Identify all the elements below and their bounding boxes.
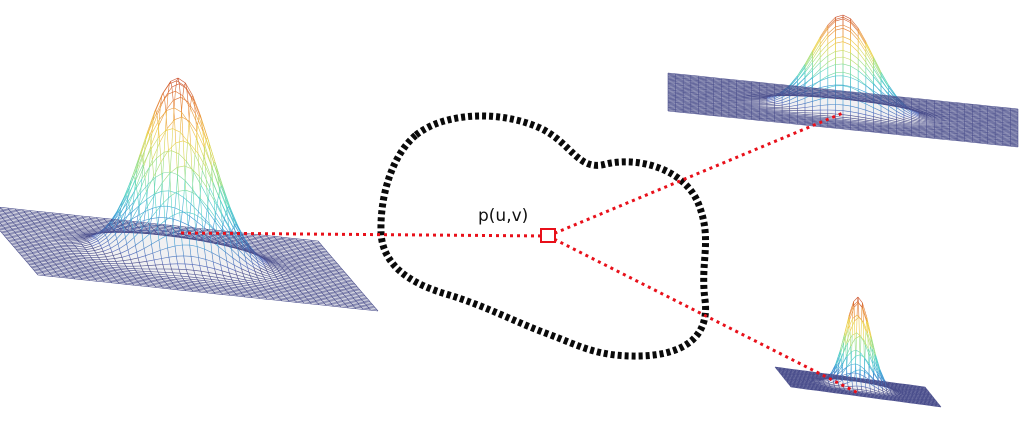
gaussian-surface-bottom-right-mesh <box>774 296 942 408</box>
gaussian-surface-top-right <box>667 14 1019 148</box>
square-marker-icon <box>540 228 556 243</box>
gaussian-surfaces <box>0 14 1019 408</box>
point-label: p(u,v) <box>478 206 528 226</box>
projection-rays <box>179 111 859 395</box>
ray-to-top-right-surface <box>547 111 844 238</box>
gaussian-surface-left-mesh <box>0 77 379 312</box>
ray-to-bottom-right-surface <box>547 234 859 395</box>
closed-contour <box>377 112 710 360</box>
gaussian-surface-bottom-right <box>774 296 942 408</box>
gaussian-surface-top-right-mesh <box>667 14 1019 148</box>
ray-to-left-surface <box>179 231 549 238</box>
gaussian-surface-left <box>0 77 379 312</box>
